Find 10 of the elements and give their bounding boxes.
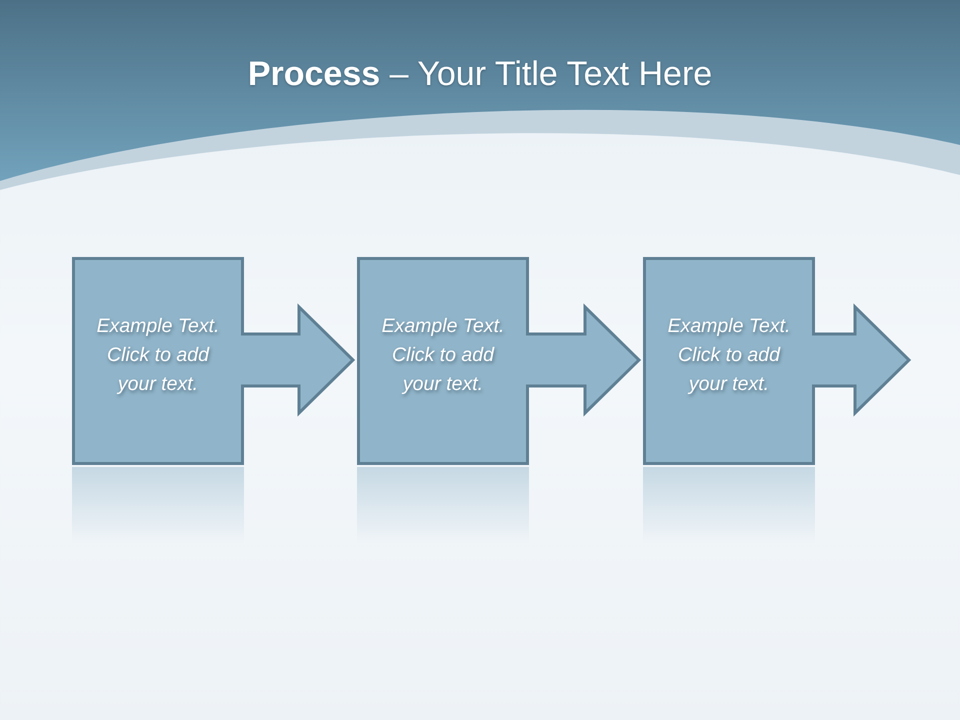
- block-arrow: [240, 303, 356, 417]
- process-box: [72, 257, 244, 465]
- block-arrow: [810, 303, 912, 417]
- process-box: [643, 257, 815, 465]
- node-text: Example Text. Click to add your text.: [96, 314, 220, 397]
- node-text: Example Text. Click to add your text.: [666, 314, 792, 397]
- slide-title: Process – Your Title Text Here: [248, 55, 712, 93]
- process-box: [357, 257, 529, 465]
- node-text: Example Text. Click to add your text.: [380, 314, 506, 397]
- block-arrow: [524, 303, 642, 417]
